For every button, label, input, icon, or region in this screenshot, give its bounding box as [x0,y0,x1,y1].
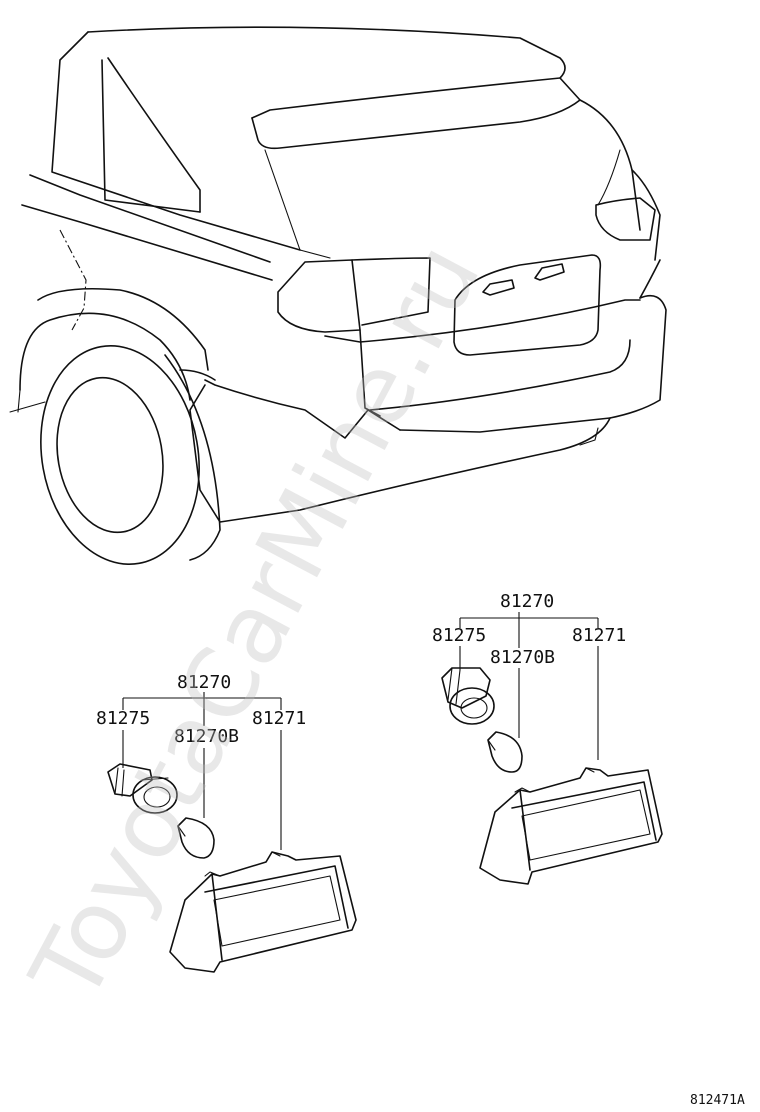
left-assembly-number: 81270 [177,672,231,693]
right-lens-number: 81271 [572,625,626,646]
right-socket-number: 81275 [432,625,486,646]
right-lamp-lens [479,767,663,885]
drawing-code: 812471A [690,1093,745,1108]
left-lamp-lens [169,851,357,973]
left-bulb-socket [107,763,178,814]
left-bulb-number: 81270B [174,726,239,747]
right-lamp-assembly-group: 81270 81275 81270B 81271 [432,591,663,885]
right-assembly-number: 81270 [500,591,554,612]
vehicle-rear-illustration [9,26,667,565]
right-bulb-number: 81270B [490,647,555,668]
right-wedge-bulb [487,731,523,773]
left-leader-lines [122,692,282,850]
left-lamp-assembly-group: 81270 81275 81270B 81271 [96,672,357,973]
left-wedge-bulb [177,817,215,859]
left-lens-number: 81271 [252,708,306,729]
right-leader-lines [459,612,599,760]
right-bulb-socket [441,667,495,725]
watermark-text: ToyotaCarMine.ru [9,226,502,1020]
left-socket-number: 81275 [96,708,150,729]
